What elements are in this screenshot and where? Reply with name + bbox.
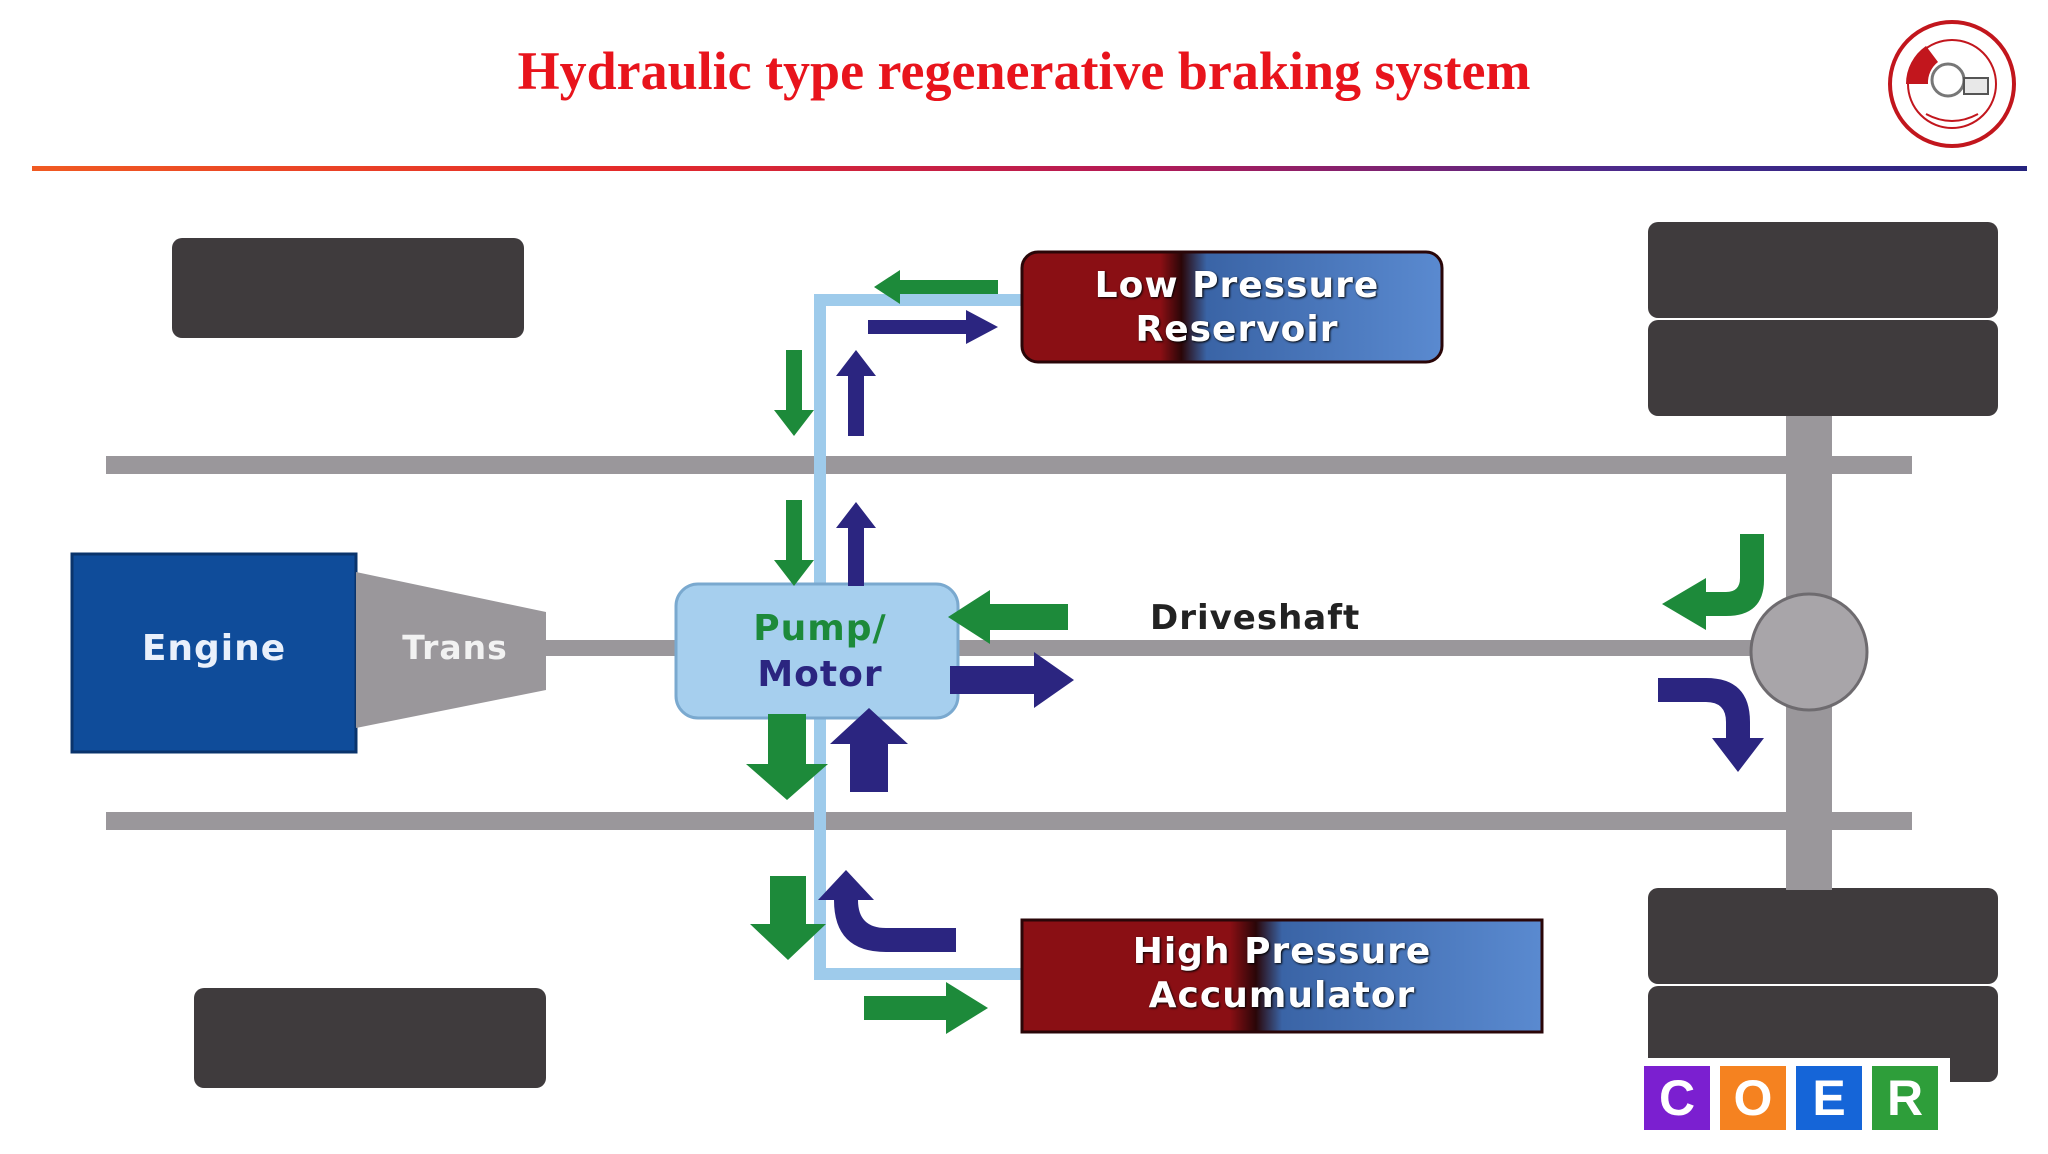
arrow-green-curve-wheel bbox=[1662, 534, 1764, 630]
arrow-green-left-pump bbox=[948, 590, 1068, 644]
high-pressure-line2: Accumulator bbox=[1148, 975, 1416, 1016]
front-tire-bottom bbox=[194, 988, 546, 1088]
page-title: Hydraulic type regenerative braking syst… bbox=[517, 41, 1531, 101]
high-pressure-accumulator-label: High Pressure Accumulator bbox=[1024, 930, 1540, 1018]
high-pressure-accumulator bbox=[1020, 918, 1544, 1034]
coer-letter-r: R bbox=[1872, 1066, 1938, 1130]
high-pressure-line1: High Pressure bbox=[1132, 931, 1432, 972]
pump-motor-label: Pump/ Motor bbox=[680, 606, 960, 698]
transmission bbox=[356, 572, 546, 728]
pump-label: Pump/ bbox=[753, 608, 887, 649]
engine-shaft bbox=[540, 640, 680, 656]
coer-letter-e: E bbox=[1796, 1066, 1862, 1130]
arrow-green-down-2 bbox=[774, 500, 814, 586]
low-pressure-reservoir bbox=[1020, 250, 1444, 364]
rear-tire-bottom-1 bbox=[1648, 888, 1998, 984]
frame-rail-bottom bbox=[106, 812, 1912, 830]
low-pressure-line2: Reservoir bbox=[1135, 309, 1339, 350]
arrow-purple-curve-wheel bbox=[1658, 678, 1764, 772]
college-seal-logo bbox=[1888, 20, 2016, 148]
motor-label: Motor bbox=[757, 654, 883, 695]
low-pressure-line1: Low Pressure bbox=[1094, 265, 1380, 306]
low-pressure-reservoir-label: Low Pressure Reservoir bbox=[1024, 264, 1450, 352]
coer-letter-c: C bbox=[1644, 1066, 1710, 1130]
arrow-green-right-bottom bbox=[864, 982, 988, 1034]
arrow-purple-curve-up bbox=[818, 870, 956, 952]
engine-label: Engine bbox=[141, 628, 287, 669]
arrow-purple-up-3 bbox=[830, 708, 908, 792]
arrow-purple-right-pump bbox=[950, 652, 1074, 708]
coer-letter-o: O bbox=[1720, 1066, 1786, 1130]
arrow-green-down-4 bbox=[750, 876, 826, 960]
arrow-purple-right-top bbox=[868, 310, 998, 344]
arrow-green-down-3 bbox=[746, 714, 828, 800]
arrow-purple-up-1 bbox=[836, 350, 876, 436]
hydraulic-line-low bbox=[814, 294, 1022, 610]
front-tire-top bbox=[172, 238, 524, 338]
rear-tire-top-1 bbox=[1648, 222, 1998, 318]
frame-rail-top bbox=[106, 456, 1912, 474]
arrow-green-down-1 bbox=[774, 350, 814, 436]
rear-tire-top-2 bbox=[1648, 320, 1998, 416]
hydraulic-line-high bbox=[814, 700, 1022, 980]
coer-logo: C O E R bbox=[1632, 1058, 1950, 1154]
differential bbox=[1749, 592, 1869, 712]
driveshaft bbox=[940, 640, 1820, 656]
driveshaft-label: Driveshaft bbox=[1150, 598, 1361, 638]
trans-label: Trans bbox=[402, 628, 508, 667]
pump-motor bbox=[674, 582, 960, 720]
engine-block bbox=[70, 552, 358, 754]
arrow-green-left-top bbox=[874, 270, 998, 304]
arrow-purple-up-2 bbox=[836, 502, 876, 586]
title-divider bbox=[32, 166, 2027, 171]
